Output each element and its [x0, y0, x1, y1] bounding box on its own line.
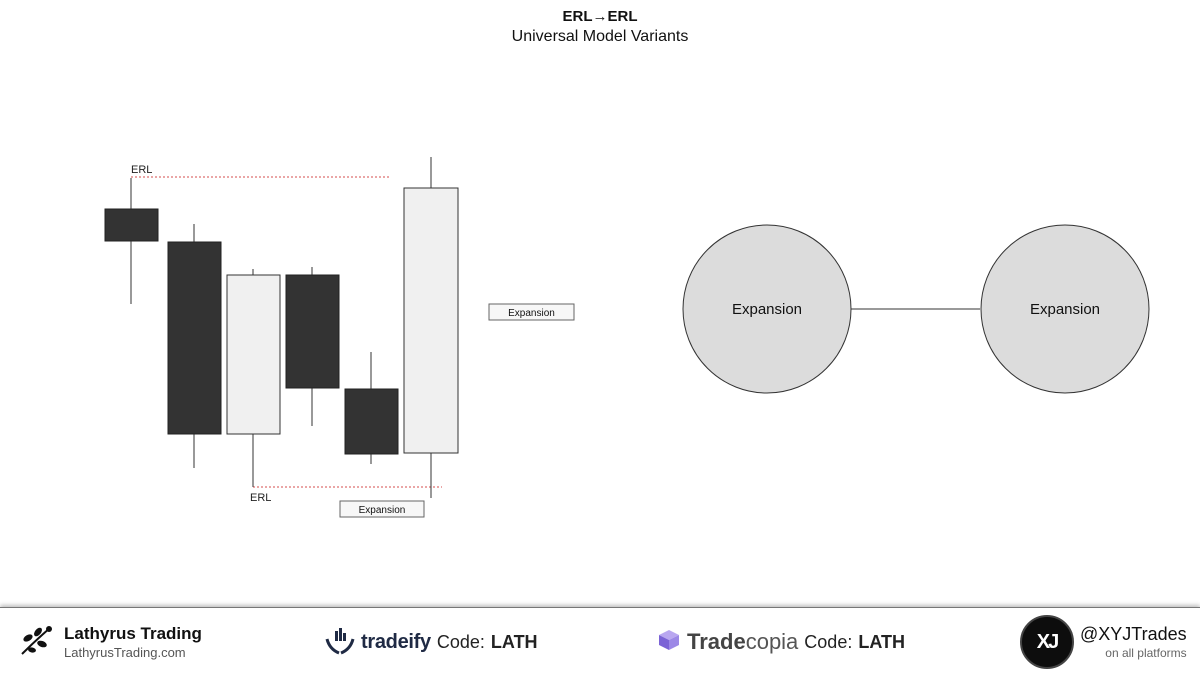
candle-3	[226, 269, 281, 487]
candle-6-body	[403, 187, 459, 454]
candle-1-body	[104, 208, 159, 242]
xyj-logo-icon: XJ	[1020, 615, 1074, 669]
tradecopia-code: LATH	[858, 631, 905, 652]
lathyrus-name: Lathyrus Trading	[64, 623, 202, 643]
candle-2-body	[167, 241, 222, 435]
tradecopia-cube-icon	[657, 628, 681, 657]
header: ERL→ERL Universal Model Variants	[0, 8, 1200, 47]
tradecopia-brand: Tradecopia	[687, 629, 799, 654]
tradeify-code: LATH	[490, 631, 538, 652]
tradeify-promo[interactable]: tradeify Code: LATH	[325, 608, 538, 676]
candle-6	[403, 157, 459, 498]
tradecopia-code-label: Code:	[804, 631, 853, 652]
tradeify-brand: tradeify	[361, 630, 431, 653]
expansion-tag-middle: Expansion	[488, 303, 575, 321]
svg-text:Expansion: Expansion	[359, 505, 406, 516]
candlestick-diagram: ERL ERL Expansion Expansion	[104, 157, 575, 518]
xyj-subtitle: on all platforms	[1105, 646, 1187, 660]
footer-bar: Lathyrus Trading LathyrusTrading.com tra…	[0, 607, 1200, 676]
xyj-handle[interactable]: @XYJTrades	[1080, 624, 1187, 644]
candle-5-body	[344, 388, 399, 455]
flow-node-left: Expansion	[682, 224, 852, 394]
candle-5	[344, 352, 399, 464]
lathyrus-flower-icon	[16, 620, 56, 665]
candle-4-body	[285, 274, 340, 389]
tradeify-hands-icon	[325, 625, 355, 660]
erl-top-label: ERL	[131, 164, 152, 176]
candle-1	[104, 178, 159, 304]
candle-3-body	[226, 274, 281, 435]
xyj-social[interactable]: XJ @XYJTrades on all platforms	[1020, 608, 1187, 676]
svg-text:Expansion: Expansion	[508, 308, 555, 319]
page-title: ERL→ERL	[562, 8, 638, 25]
lathyrus-brand[interactable]: Lathyrus Trading LathyrusTrading.com	[16, 608, 202, 676]
expansion-tag-bottom: Expansion	[339, 500, 425, 518]
svg-text:Expansion: Expansion	[732, 301, 802, 318]
tradecopia-promo[interactable]: Tradecopia Code: LATH	[657, 608, 905, 676]
expansion-flow-diagram: Expansion Expansion	[682, 224, 1150, 394]
tradeify-code-label: Code:	[436, 631, 485, 652]
flow-node-right: Expansion	[980, 224, 1150, 394]
lathyrus-url[interactable]: LathyrusTrading.com	[64, 644, 186, 660]
erl-bottom-label: ERL	[250, 492, 271, 504]
page-subtitle: Universal Model Variants	[511, 28, 689, 45]
svg-text:Expansion: Expansion	[1030, 301, 1100, 318]
candle-4	[285, 267, 340, 426]
candle-2	[167, 224, 222, 468]
